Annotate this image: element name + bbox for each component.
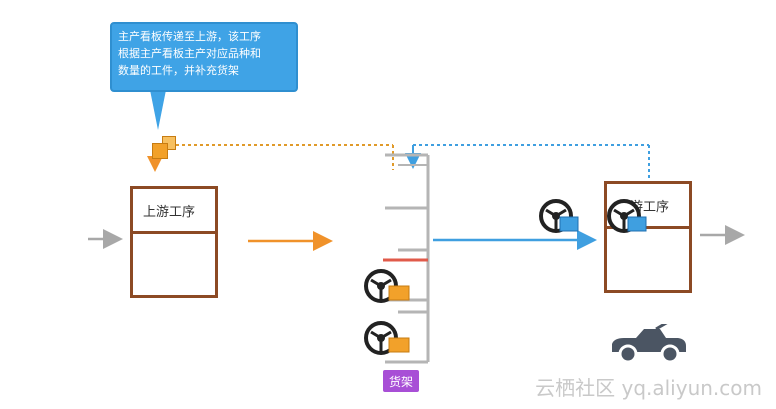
callout-bubble: 主产看板传递至上游，该工序 根据主产看板主产对应品种和 数量的工件，并补充货架: [110, 22, 298, 92]
shelf-label: 货架: [383, 370, 419, 392]
upstream-process-label: 上游工序: [133, 189, 215, 234]
steering-wheel-icon: [364, 269, 410, 303]
steering-wheel-icon: [607, 199, 647, 233]
kanban-card-icon: [152, 143, 168, 159]
steering-wheel-icon: [364, 321, 410, 355]
callout-line-3: 数量的工件，并补充货架: [118, 64, 239, 77]
watermark: 云栖社区 yq.aliyun.com: [535, 376, 762, 400]
callout-line-1: 主产看板传递至上游，该工序: [118, 30, 261, 43]
upstream-process-box: 上游工序: [130, 186, 218, 298]
callout-tail: [150, 90, 166, 130]
car-icon: [612, 324, 686, 364]
steering-wheel-icon: [539, 199, 579, 233]
callout-line-2: 根据主产看板主产对应品种和: [118, 47, 261, 60]
